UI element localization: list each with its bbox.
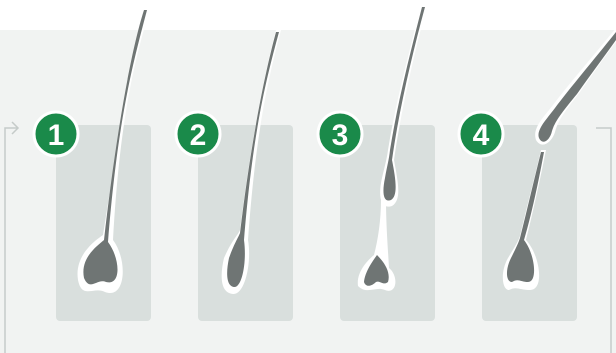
stage-3-number: 3 (332, 119, 349, 152)
stage-2-badge: 2 (176, 112, 220, 156)
stage-1-badge: 1 (34, 112, 78, 156)
stage-2-number: 2 (190, 119, 207, 152)
follicle-box (56, 125, 151, 321)
stage-3-badge: 3 (318, 112, 362, 156)
stage-4-number: 4 (473, 119, 490, 152)
stage-4-badge: 4 (459, 112, 503, 156)
stage-1-number: 1 (48, 119, 65, 152)
